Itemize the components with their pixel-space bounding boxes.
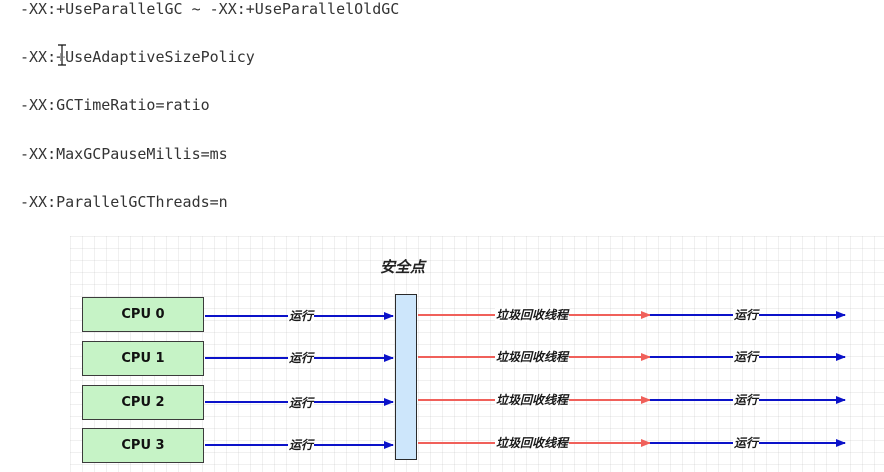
gc-label-1: 垃圾回收线程 [495, 350, 570, 364]
safepoint-title: 安全点 [380, 258, 426, 276]
resume-label-3: 运行 [733, 436, 760, 450]
resume-label-2: 运行 [733, 393, 760, 407]
cpu-box-3: CPU 3 [82, 428, 204, 463]
safepoint-bar [395, 294, 417, 460]
gc-label-3: 垃圾回收线程 [495, 436, 570, 450]
run-label-1: 运行 [288, 351, 315, 365]
gc-label-2: 垃圾回收线程 [495, 393, 570, 407]
run-label-2: 运行 [288, 396, 315, 410]
jvm-flag-max-gc-pause-millis: -XX:MaxGCPauseMillis=ms [20, 145, 228, 163]
text-cursor-icon [58, 44, 66, 66]
jvm-flag-parallel-gc: -XX:+UseParallelGC ~ -XX:+UseParallelOld… [20, 0, 400, 18]
jvm-flag-parallel-gc-threads: -XX:ParallelGCThreads=n [20, 193, 228, 211]
gc-label-0: 垃圾回收线程 [495, 308, 570, 322]
resume-label-1: 运行 [733, 350, 760, 364]
resume-label-0: 运行 [733, 308, 760, 322]
jvm-flag-adaptive-size-policy: -XX:+UseAdaptiveSizePolicy [20, 48, 255, 66]
run-label-0: 运行 [288, 309, 315, 323]
cpu-box-2: CPU 2 [82, 385, 204, 420]
jvm-flag-gc-time-ratio: -XX:GCTimeRatio=ratio [20, 96, 210, 114]
cpu-box-1: CPU 1 [82, 341, 204, 376]
cpu-box-0: CPU 0 [82, 297, 204, 332]
safepoint-diagram [70, 236, 884, 472]
run-label-3: 运行 [288, 438, 315, 452]
